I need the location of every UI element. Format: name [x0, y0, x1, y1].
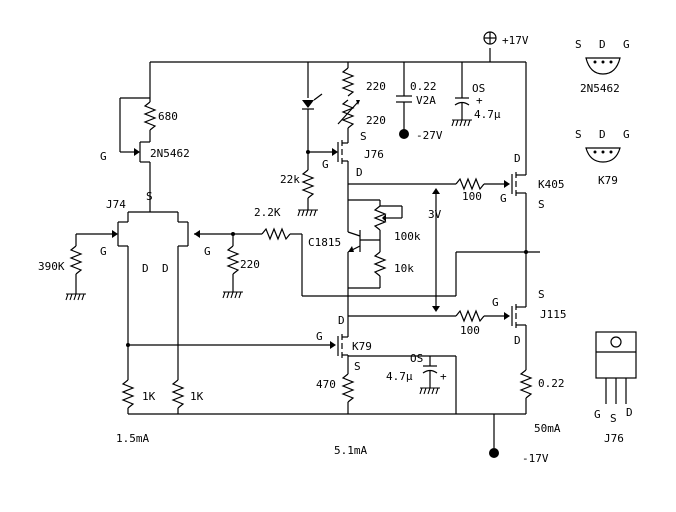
j76-s-label: S: [360, 130, 367, 143]
os1-plus: +: [476, 94, 483, 107]
pin-s-j76: S: [610, 412, 617, 425]
q2n5462-label: 2N5462: [150, 147, 190, 160]
r1k-a-label: 1K: [142, 390, 156, 403]
j115-d-label: D: [514, 334, 521, 347]
r022-label: 0.22: [538, 377, 565, 390]
name-j76: J76: [604, 432, 624, 445]
j76-d-label: D: [356, 166, 363, 179]
k79-d-label: D: [338, 314, 345, 327]
r220-bias-label: 220: [240, 258, 260, 271]
j115-g-label: G: [492, 296, 499, 309]
j115-name-label: J115: [540, 308, 567, 321]
k79-name-label: K79: [352, 340, 372, 353]
pin-s-2n5462: S: [575, 38, 582, 51]
j74-label: J74: [106, 198, 126, 211]
r680-label: 680: [158, 110, 178, 123]
k405-d-label: D: [514, 152, 521, 165]
k405-name-label: K405: [538, 178, 565, 191]
j115-fet: [511, 250, 528, 370]
k79-s-label: S: [354, 360, 361, 373]
k405-g-label: G: [500, 192, 507, 205]
v3-label: 3V: [428, 208, 442, 221]
r220-stack: [337, 62, 360, 140]
pin-d-2n5462: D: [599, 38, 606, 51]
r220-a-label: 220: [366, 80, 386, 93]
voltage-arrow: [432, 188, 440, 312]
cap-022: [396, 62, 412, 139]
r1k-b: [171, 379, 185, 414]
neg-supply-label: -17V: [522, 452, 549, 465]
r2-2k-label: 2.2K: [254, 206, 281, 219]
pos-supply-label: +17V: [502, 34, 529, 47]
c47-1-label: 4.7μ: [474, 108, 501, 121]
vbe-multiplier: [347, 199, 403, 330]
ground-symbol: [222, 291, 243, 299]
ground-symbol: [297, 209, 318, 217]
c022-label: 0.22: [410, 80, 437, 93]
j76-g-label: G: [322, 158, 329, 171]
k79-g-label: G: [316, 330, 323, 343]
ground-symbol: [65, 293, 86, 301]
plus2-label: +: [440, 370, 447, 383]
pin-g-k79: G: [623, 128, 630, 141]
to220-j76: [595, 331, 637, 404]
r220-b-label: 220: [366, 114, 386, 127]
k79-gate-wire: [126, 341, 336, 349]
r390k-label: 390K: [38, 260, 65, 273]
positive-rail: [150, 31, 527, 150]
pin-d-k79: D: [599, 128, 606, 141]
k405-fet: [511, 150, 527, 296]
pin-d-j76: D: [626, 406, 633, 419]
c1815-label: C1815: [308, 236, 341, 249]
q2n5462-s-label: S: [146, 190, 153, 203]
name-k79: K79: [598, 174, 618, 187]
current-source: [119, 62, 157, 212]
q2n5462-g-label: G: [100, 150, 107, 163]
j115-s-label: S: [538, 288, 545, 301]
negative-rail: [128, 413, 526, 458]
os2-label: OS: [410, 352, 423, 365]
cap-os-top: [454, 62, 470, 120]
r100-top-label: 100: [462, 190, 482, 203]
current-1-5ma: 1.5mA: [116, 432, 149, 445]
to92-k79: [585, 147, 621, 163]
ground-symbol: [419, 387, 440, 395]
r1k-b-label: 1K: [190, 390, 204, 403]
to92-2n5462: [585, 57, 621, 75]
k79-fet: [337, 330, 457, 414]
c47-2-label: 4.7μ: [386, 370, 413, 383]
j74-d-left-label: D: [142, 262, 149, 275]
r220-bias: [226, 232, 240, 292]
r390k: [69, 234, 83, 294]
ground-symbol: [451, 119, 472, 127]
k405-s-label: S: [538, 198, 545, 211]
current-5-1ma: 5.1mA: [334, 444, 367, 457]
j76-name-label: J76: [364, 148, 384, 161]
led-branch: [301, 62, 338, 210]
j74-g-right-label: G: [204, 245, 211, 258]
r22k-label: 22k: [280, 173, 300, 186]
r100-bot-label: 100: [460, 324, 480, 337]
current-50ma: 50mA: [534, 422, 561, 435]
neg27-label: -27V: [416, 129, 443, 142]
pin-g-j76: G: [594, 408, 601, 421]
r470-label: 470: [316, 378, 336, 391]
pin-s-k79: S: [575, 128, 582, 141]
v2a-label: V2A: [416, 94, 436, 107]
r1k-a: [121, 379, 135, 414]
pin-g-2n5462: G: [623, 38, 630, 51]
j76-fet: [337, 140, 349, 200]
r10k-label: 10k: [394, 262, 414, 275]
j74-g-left-label: G: [100, 245, 107, 258]
os1-label: OS: [472, 82, 485, 95]
name-2n5462: 2N5462: [580, 82, 620, 95]
cap-os-bottom: [422, 356, 438, 388]
j115-gate-wire: [348, 309, 510, 323]
j74-pair: [76, 211, 262, 380]
k405-gate-wire: [348, 177, 510, 191]
j74-d-right-label: D: [162, 262, 169, 275]
r022-out: [519, 369, 533, 414]
r100k-label: 100k: [394, 230, 421, 243]
